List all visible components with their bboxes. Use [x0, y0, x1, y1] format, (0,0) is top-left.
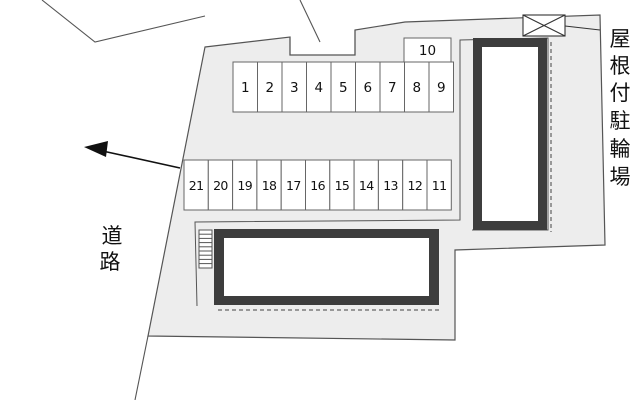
- parking-slot-9: 9: [428, 61, 454, 113]
- parking-slot-12: 12: [402, 159, 428, 211]
- parking-slot-label: 4: [314, 80, 323, 96]
- label-char: 道: [102, 224, 123, 248]
- parking-slot-label: 17: [286, 178, 301, 193]
- walkway-outline: [194, 37, 549, 307]
- north-arrow-icon: [84, 141, 181, 169]
- parking-slot-19: 19: [232, 159, 258, 211]
- parking-slot-label: 11: [432, 178, 447, 193]
- road-boundary-line: [134, 335, 149, 400]
- parking-slot-11: 11: [426, 159, 452, 211]
- parking-slot-label: 8: [412, 80, 421, 96]
- label-char: 付: [610, 81, 631, 105]
- parking-slot-6: 6: [355, 61, 381, 113]
- entrance-structure: [289, 30, 356, 56]
- parking-slot-label: 9: [437, 80, 446, 96]
- parking-slot-label: 6: [363, 80, 372, 96]
- label-char: 根: [610, 54, 631, 78]
- parking-slot-5: 5: [330, 61, 356, 113]
- parking-slot-label: 3: [290, 80, 299, 96]
- parking-slot-label: 16: [310, 178, 325, 193]
- parking-slot-3: 3: [281, 61, 307, 113]
- parking-slot-label: 2: [265, 80, 274, 96]
- parking-slot-16: 16: [305, 159, 331, 211]
- parking-slot-label: 21: [189, 178, 204, 193]
- parking-slot-7: 7: [379, 61, 405, 113]
- parking-slot-18: 18: [256, 159, 282, 211]
- parking-slot-label: 7: [388, 80, 397, 96]
- building-right: [473, 38, 552, 232]
- building-bottom: [214, 229, 440, 311]
- parking-slot-8: 8: [404, 61, 430, 113]
- parking-slot-15: 15: [329, 159, 355, 211]
- parking-slot-1: 1: [232, 61, 258, 113]
- parking-slot-label: 14: [359, 178, 374, 193]
- parking-slot-label: 18: [262, 178, 277, 193]
- parking-slot-10: 10: [403, 37, 452, 63]
- bike-shelter-leader-line: [564, 25, 601, 31]
- parking-slot-14: 14: [353, 159, 379, 211]
- neighbor-boundary-line-2: [299, 0, 321, 43]
- label-char: 屋: [610, 27, 631, 51]
- parking-slot-21: 21: [183, 159, 209, 211]
- road-label: 道 路: [100, 224, 123, 274]
- crossed-box-icon: [522, 14, 566, 37]
- parking-slot-4: 4: [306, 61, 332, 113]
- parking-slot-label: 12: [407, 178, 422, 193]
- parking-slot-20: 20: [207, 159, 234, 211]
- neighbor-boundary-line: [41, 0, 206, 43]
- parking-slot-label: 15: [335, 178, 350, 193]
- parking-slot-17: 17: [280, 159, 307, 211]
- parking-slot-label: 1: [241, 80, 250, 96]
- label-char: 場: [610, 165, 631, 189]
- parking-slot-2: 2: [257, 61, 283, 113]
- parking-slot-label: 5: [339, 80, 348, 96]
- parking-slot-label: 13: [383, 178, 398, 193]
- bike-shelter-label: 屋 根 付 駐 輪 場: [610, 27, 631, 189]
- label-char: 輪: [610, 137, 631, 161]
- stairs-icon: [198, 229, 213, 269]
- parking-row-bottom: 21 20 19 18 17 16 15 14 13 12 11: [183, 159, 452, 211]
- parking-slot-13: 13: [377, 159, 404, 211]
- label-char: 駐: [610, 109, 631, 133]
- parking-slot-label: 10: [419, 43, 436, 59]
- parking-slot-label: 19: [237, 178, 252, 193]
- label-char: 路: [100, 250, 121, 274]
- parking-slot-label: 20: [213, 178, 228, 193]
